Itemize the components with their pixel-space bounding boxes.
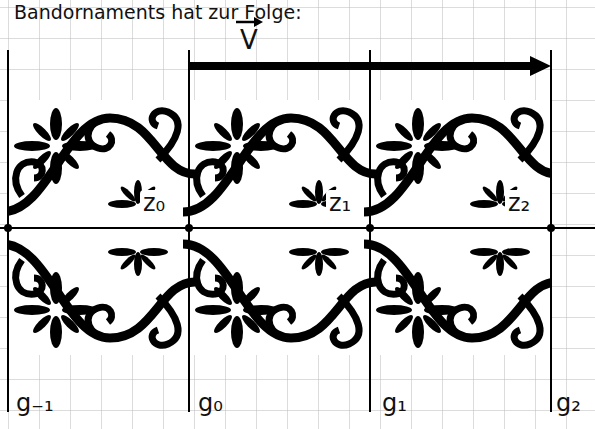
vector-label: V — [240, 26, 258, 55]
heading-text: Bandornaments hat zur Folge: — [14, 2, 302, 23]
axis-label: g₋₁ — [16, 390, 54, 416]
axis-label: g₂ — [556, 390, 581, 416]
point-label: z₀ — [140, 190, 168, 216]
point-label: z₁ — [326, 190, 354, 216]
point-label: z₂ — [505, 190, 533, 216]
axis-label: g₀ — [198, 390, 223, 416]
axis-label: g₁ — [382, 390, 407, 416]
